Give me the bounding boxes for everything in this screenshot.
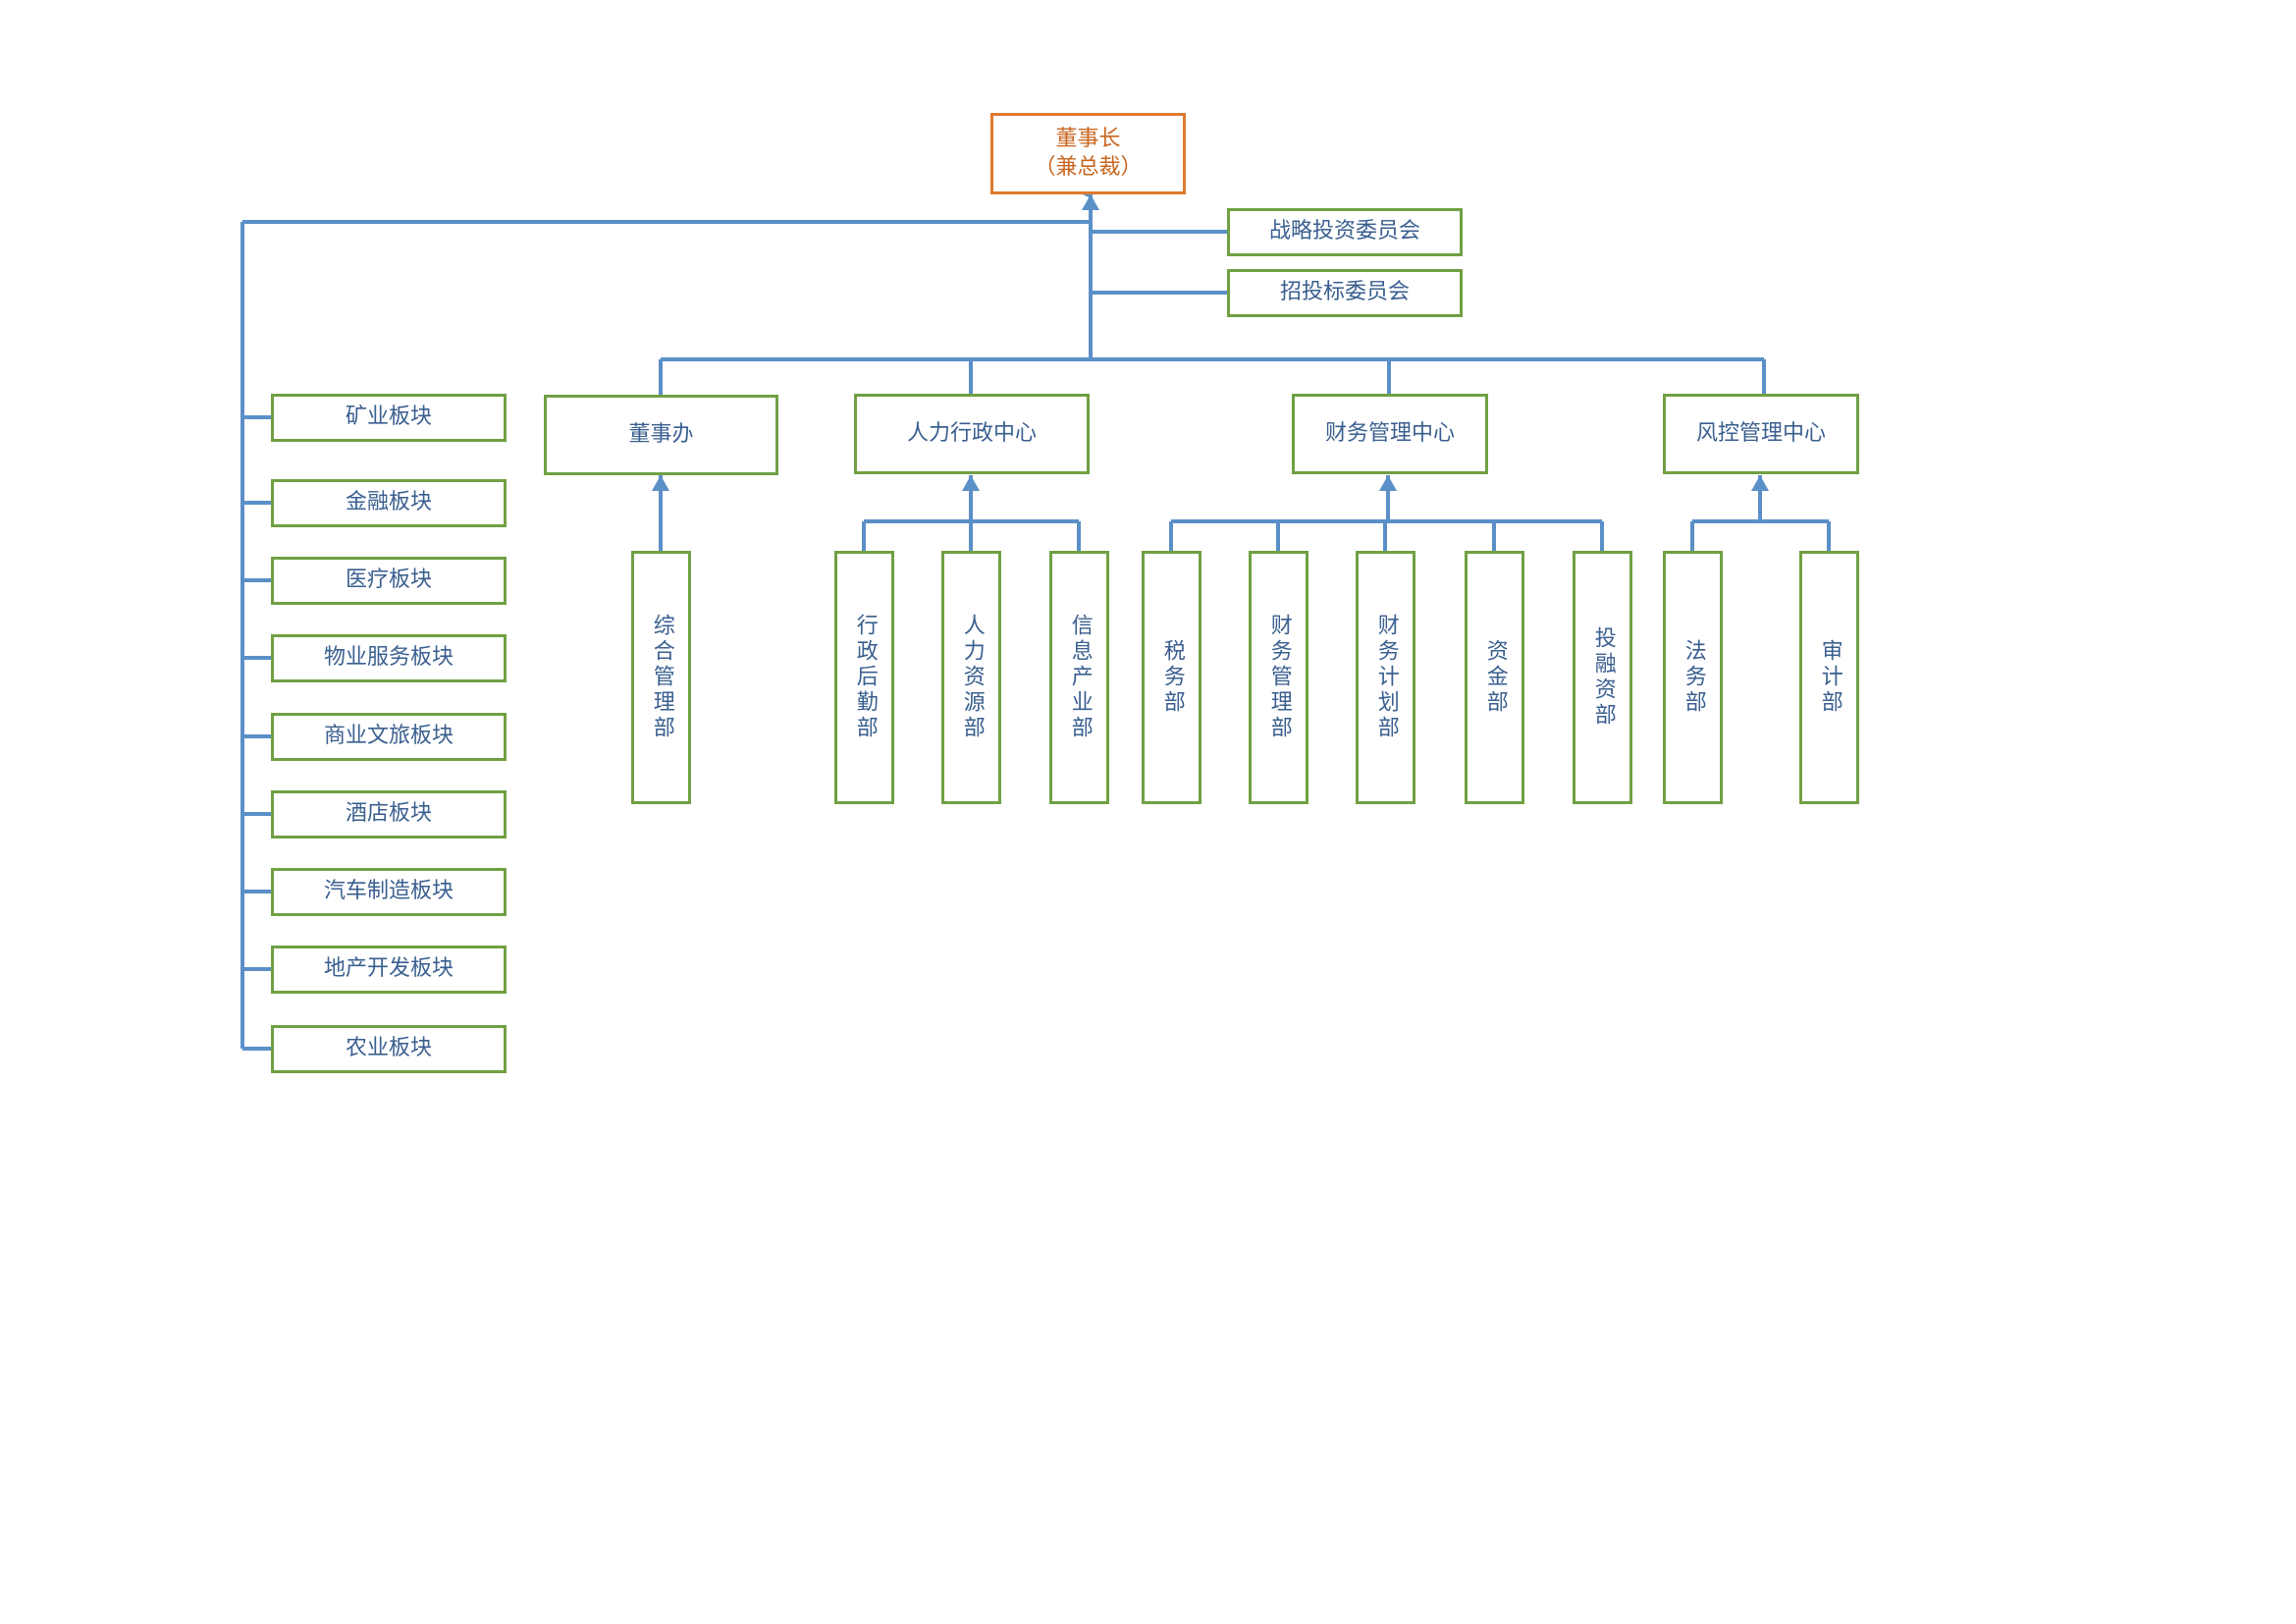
node-committee-bidding: 招投标委员会: [1227, 269, 1463, 317]
node-center-board-office: 董事办: [544, 395, 778, 475]
chairman-subtitle: （兼总裁）: [1034, 154, 1143, 180]
node-sector: 矿业板块: [271, 394, 507, 442]
node-sector: 物业服务板块: [271, 634, 507, 682]
node-department: 资金部: [1465, 551, 1524, 804]
node-center-finance: 财务管理中心: [1292, 394, 1488, 474]
node-sector: 汽车制造板块: [271, 868, 507, 916]
node-department: 审计部: [1799, 551, 1859, 804]
node-sector: 地产开发板块: [271, 946, 507, 994]
node-sector: 金融板块: [271, 479, 507, 527]
node-chairman: 董事长 （兼总裁）: [990, 113, 1186, 194]
node-committee-strategy: 战略投资委员会: [1227, 208, 1463, 256]
node-center-hr-admin: 人力行政中心: [854, 394, 1090, 474]
node-department: 法务部: [1663, 551, 1723, 804]
node-center-risk: 风控管理中心: [1663, 394, 1859, 474]
node-department: 投融资部: [1573, 551, 1632, 804]
node-sector: 农业板块: [271, 1025, 507, 1073]
root-arrow-icon: [1082, 194, 1099, 210]
node-department: 信息产业部: [1049, 551, 1109, 804]
node-department: 人力资源部: [941, 551, 1001, 804]
chairman-title: 董事长: [1055, 127, 1121, 152]
node-department: 财务管理部: [1249, 551, 1308, 804]
node-department: 综合管理部: [631, 551, 691, 804]
node-department: 行政后勤部: [834, 551, 894, 804]
node-department: 财务计划部: [1356, 551, 1415, 804]
node-sector: 商业文旅板块: [271, 713, 507, 761]
node-sector: 酒店板块: [271, 790, 507, 839]
node-department: 税务部: [1142, 551, 1201, 804]
node-sector: 医疗板块: [271, 557, 507, 605]
